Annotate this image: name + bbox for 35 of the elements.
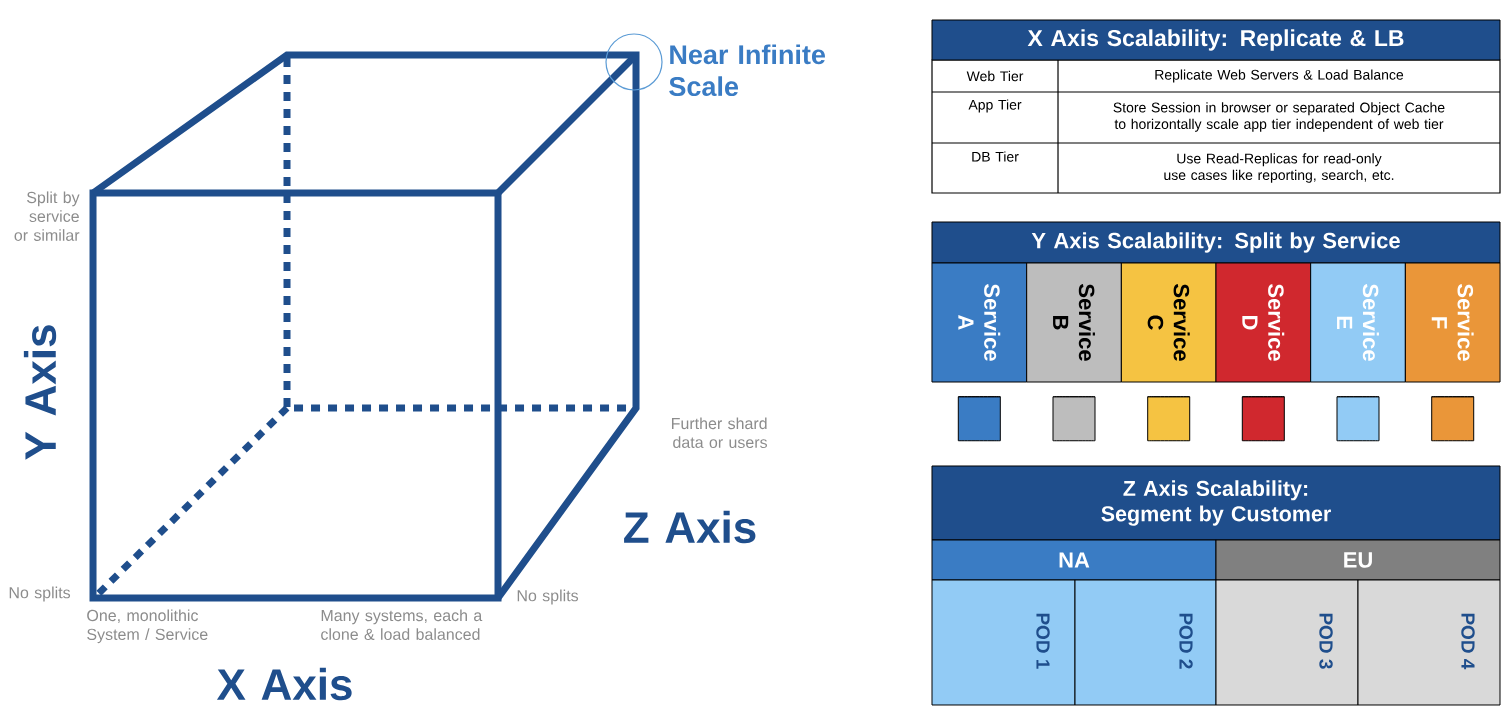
- panel-header: Y Axis Scalability: Split by Service: [931, 221, 1501, 264]
- table-text: Use Read-Replicas for read-only use cases like reporting, search, etc.: [1164, 153, 1394, 183]
- table-text: Store Session in browser or separated Object Cache to horizontally scale app tier independent of web tier: [1113, 102, 1445, 132]
- panel-header: EU: [1215, 539, 1501, 581]
- service-column: Service E: [1310, 262, 1406, 383]
- annotation: No splits: [9, 586, 71, 602]
- database-cylinder: [1431, 396, 1475, 442]
- axis-label: Z Axis: [624, 510, 756, 544]
- database-cylinder: [1052, 396, 1096, 442]
- database-cylinder: [1241, 396, 1285, 442]
- service-column: Service C: [1120, 262, 1217, 383]
- service-column: Service A: [931, 262, 1028, 383]
- service-column: Service D: [1215, 262, 1312, 383]
- axis-label: X Axis: [216, 667, 352, 701]
- table-text: App Tier: [968, 99, 1022, 113]
- service-column: Service F: [1404, 262, 1501, 383]
- database-cylinder: [957, 396, 1001, 442]
- table-text: DB Tier: [972, 151, 1019, 162]
- annotation: One, monolithic System / Service: [87, 609, 208, 644]
- annotation: Split by service or similar: [14, 191, 80, 241]
- database-cylinder: [1336, 396, 1380, 442]
- pod-cell: POD 2: [1074, 579, 1217, 706]
- panel-header: Z Axis Scalability: Segment by Customer: [931, 465, 1501, 541]
- panel-header: NA: [931, 539, 1217, 581]
- database-cylinder: [1147, 396, 1191, 442]
- annotation: No splits: [517, 589, 579, 605]
- pod-cell: POD 4: [1357, 579, 1501, 706]
- pod-cell: POD 3: [1215, 579, 1359, 706]
- callout-text: Near Infinite Scale: [669, 44, 825, 97]
- axis-label: Y Axis: [23, 325, 57, 460]
- annotation: Further shard data or users: [672, 417, 767, 448]
- service-column: Service B: [1026, 262, 1122, 383]
- panel-header: X Axis Scalability: Replicate & LB: [931, 19, 1501, 61]
- pod-cell: POD 1: [931, 579, 1076, 706]
- annotation: Many systems, each a clone & load balanced: [321, 609, 483, 640]
